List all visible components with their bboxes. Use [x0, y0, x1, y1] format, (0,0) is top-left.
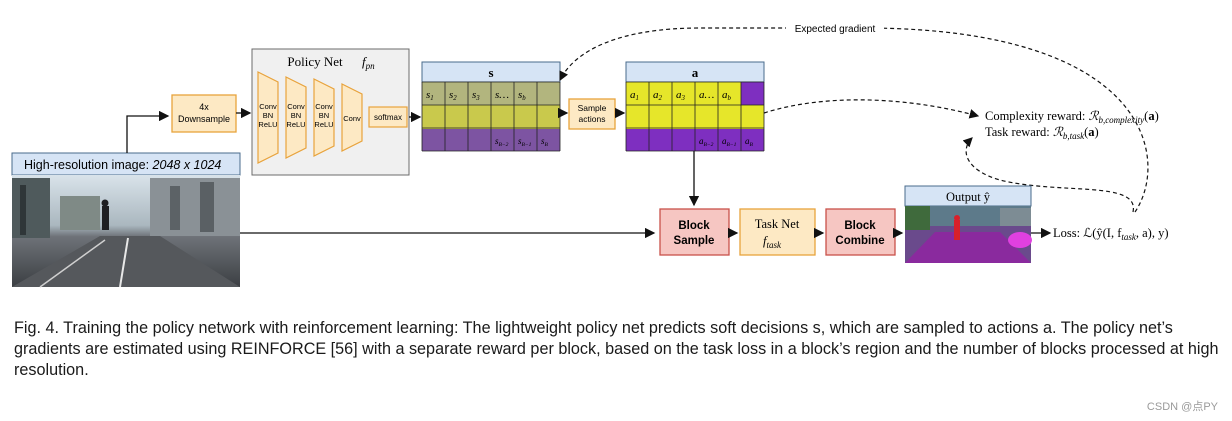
downsample-factor: 4x: [199, 102, 209, 112]
expected-gradient-label: Expected gradient: [795, 24, 876, 35]
svg-text:ReLU: ReLU: [314, 120, 333, 129]
grid-cell-label: s1: [426, 89, 434, 102]
policy-layer-3: Conv BN ReLU: [313, 78, 335, 157]
grid-cell-label: a…: [699, 89, 715, 101]
expected-gradient-arrow: [559, 27, 1149, 213]
grid-cell-label: a3: [676, 89, 686, 102]
svg-text:Conv: Conv: [287, 102, 305, 111]
s-grid-title: s: [488, 65, 493, 80]
policy-net-box: Policy Net fpn Conv BN ReLU Conv BN ReLU…: [251, 48, 410, 176]
policy-layer-4: Conv: [341, 83, 363, 152]
policy-layer-2: Conv BN ReLU: [285, 76, 307, 159]
policy-net-symbol: fpn: [362, 54, 375, 71]
svg-text:ftask: ftask: [763, 234, 782, 250]
svg-text:Conv: Conv: [259, 102, 277, 111]
sample-actions-box: Sample actions: [568, 98, 616, 130]
segmentation-output-image: [905, 206, 1032, 263]
svg-text:Combine: Combine: [835, 235, 884, 247]
complexity-reward: Complexity reward: ℛb,complexity(a): [985, 109, 1159, 125]
block-sample-box: Block Sample: [659, 208, 730, 256]
svg-text:Sample: Sample: [674, 235, 715, 247]
grid-cell-label: a2: [653, 89, 663, 102]
input-image-panel: High-resolution image: 2048 x 1024: [11, 152, 241, 288]
grid-cell-label: a1: [630, 89, 639, 102]
downsample-label: Downsample: [178, 114, 230, 124]
task-net-box: Task Net ftask: [739, 208, 816, 256]
grid-cell-label: s3: [472, 89, 480, 102]
loss-label: Loss: ℒ(ŷ(I, ftask, a), y): [1053, 226, 1169, 242]
svg-text:actions: actions: [579, 114, 606, 124]
figure-caption: Fig. 4. Training the policy network with…: [14, 319, 1219, 379]
action-grid: a a1 a2 a3 a… ab aB−2 aB−1 aB: [625, 61, 765, 152]
downsample-box: 4x Downsample: [171, 94, 237, 133]
svg-text:BN: BN: [319, 111, 329, 120]
svg-text:Block: Block: [678, 220, 710, 232]
street-scene-image: [12, 175, 240, 288]
grid-cell-label: s…: [495, 89, 509, 101]
grid-cell-label: sB: [541, 136, 549, 148]
soft-decision-grid: s s1 s2 s3 s… sb sB−2 sB−1 sB: [421, 61, 561, 152]
svg-text:Conv: Conv: [315, 102, 333, 111]
grid-cell-label: aB−2: [699, 136, 714, 148]
output-panel: Output ŷ: [904, 185, 1032, 263]
block-combine-box: Block Combine: [825, 208, 896, 256]
output-title: Output ŷ: [946, 190, 991, 204]
svg-text:Conv: Conv: [343, 114, 361, 123]
rewards-text: Complexity reward: ℛb,complexity(a) Task…: [985, 109, 1159, 141]
grid-cell-label: ab: [722, 89, 732, 102]
a-grid-title: a: [692, 65, 699, 80]
grid-cell-label: s2: [449, 89, 457, 102]
svg-text:ReLU: ReLU: [258, 120, 277, 129]
svg-text:BN: BN: [263, 111, 273, 120]
softmax-box: softmax: [368, 106, 408, 128]
grid-cell-label: sb: [518, 89, 526, 102]
watermark: CSDN @点PY: [1146, 401, 1218, 413]
grid-cell-label: aB−1: [722, 136, 737, 148]
grid-cell-label: sB−2: [495, 136, 509, 148]
task-reward: Task reward: ℛb,task(a): [985, 125, 1099, 141]
grid-cell-label: sB−1: [518, 136, 532, 148]
policy-layer-1: Conv BN ReLU: [257, 71, 279, 164]
grid-cell-label: aB: [745, 136, 754, 148]
svg-text:ReLU: ReLU: [286, 120, 305, 129]
svg-text:softmax: softmax: [374, 113, 402, 122]
svg-text:BN: BN: [291, 111, 301, 120]
svg-text:Task Net: Task Net: [755, 217, 800, 231]
policy-network-diagram: High-resolution image: 2048 x 1024 4x Do…: [11, 22, 1169, 288]
input-image-label: High-resolution image: 2048 x 1024: [24, 158, 221, 172]
svg-text:Block: Block: [844, 220, 876, 232]
policy-net-title: Policy Net: [287, 54, 343, 69]
svg-text:Sample: Sample: [578, 103, 607, 113]
